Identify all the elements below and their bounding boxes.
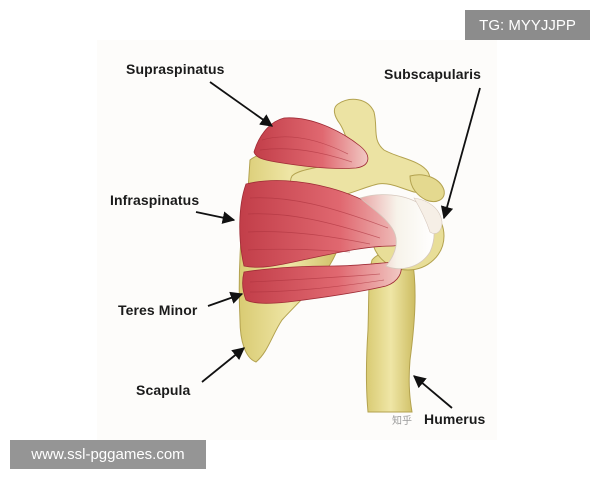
zhihu-watermark: 知乎 (392, 416, 412, 427)
label-scapula: Scapula (136, 382, 191, 398)
arrow-infraspinatus (195, 211, 236, 224)
arrow-humerus (413, 375, 453, 409)
teres-minor-muscle (242, 261, 402, 304)
label-infraspinatus: Infraspinatus (110, 192, 200, 208)
arrow-scapula (201, 347, 245, 383)
arrow-supraspinatus (209, 81, 274, 127)
label-supraspinatus: Supraspinatus (126, 61, 225, 77)
arrow-teres-minor (207, 291, 244, 307)
coracoid-process (409, 174, 445, 203)
tg-watermark-badge: TG: MYYJJPP (465, 10, 590, 40)
rotator-cuff-tendons (359, 194, 435, 269)
label-humerus: Humerus (424, 411, 486, 427)
subscapularis-tendon (413, 197, 443, 234)
arrow-subscapularis (440, 87, 481, 220)
supraspinatus-muscle (253, 117, 369, 169)
site-watermark-badge: www.ssl-pggames.com (10, 440, 206, 469)
label-subscapularis: Subscapularis (384, 66, 482, 82)
label-teres-minor: Teres Minor (118, 302, 198, 318)
muscle-fibers (247, 136, 389, 293)
